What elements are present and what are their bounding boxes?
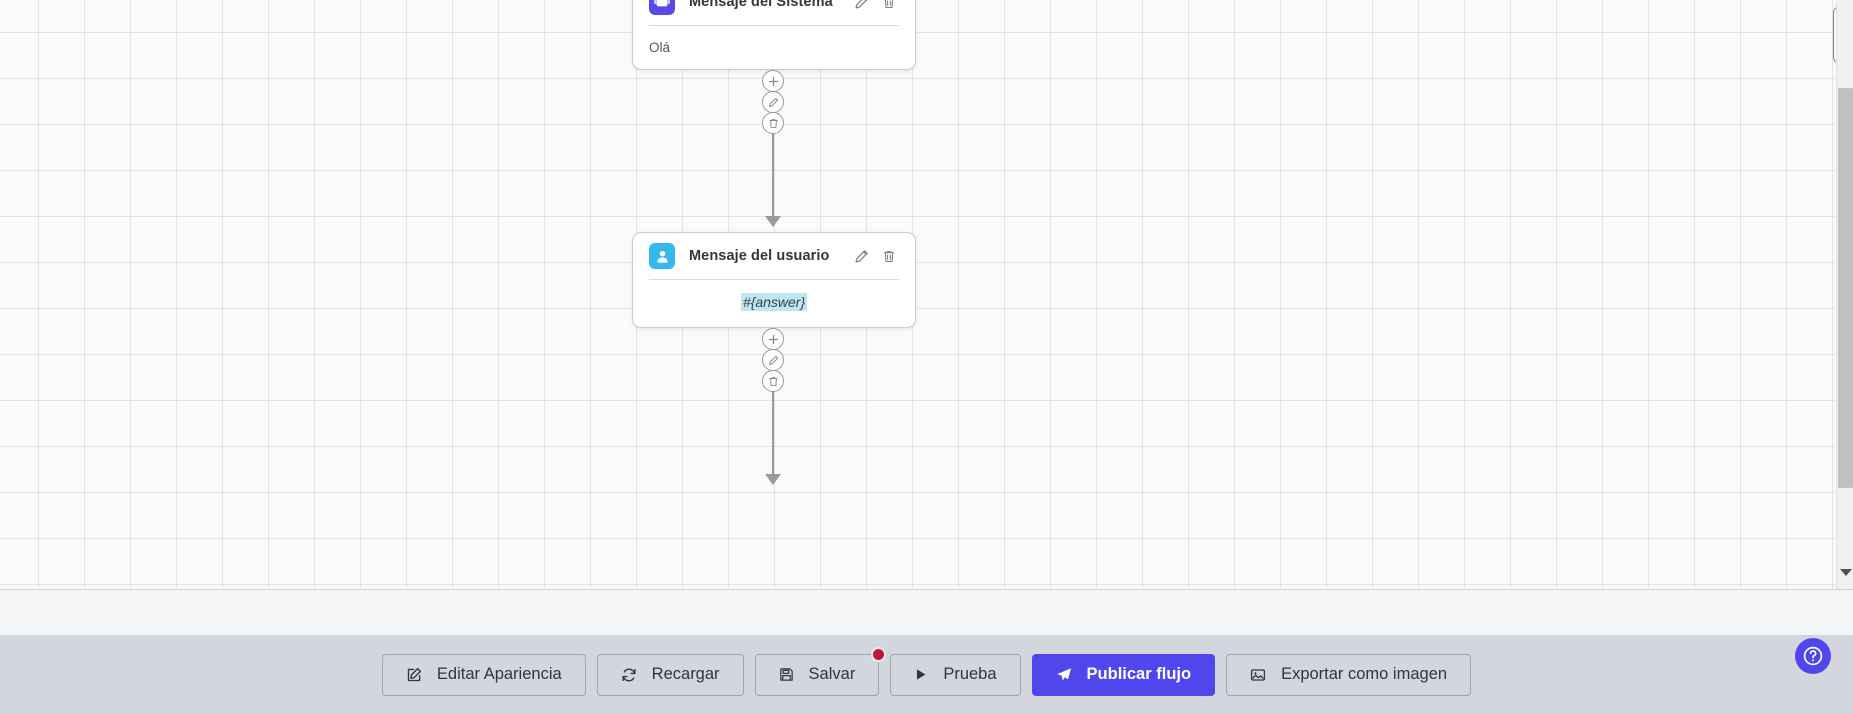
canvas-scrollbar[interactable] xyxy=(1836,0,1853,590)
trash-icon[interactable] xyxy=(880,247,897,265)
flow-canvas[interactable]: Mensaje del Sistema xyxy=(0,0,1853,590)
trash-icon[interactable] xyxy=(880,0,897,11)
button-label: Salvar xyxy=(808,665,856,683)
node-card-system-message[interactable]: Mensaje del Sistema xyxy=(632,0,916,70)
button-label: Publicar flujo xyxy=(1086,665,1192,683)
unsaved-changes-badge xyxy=(871,646,887,662)
node-actions xyxy=(853,0,897,11)
refresh-icon xyxy=(621,667,637,683)
edge-connector-2 xyxy=(772,328,774,480)
edge-connector-1 xyxy=(772,70,774,222)
publish-flow-button[interactable]: Publicar flujo xyxy=(1031,653,1216,696)
variable-token: #{answer} xyxy=(740,293,808,311)
test-button[interactable]: Prueba xyxy=(890,653,1021,696)
node-header: Mensaje del Sistema xyxy=(633,0,915,25)
node-body-text: Olá xyxy=(649,40,671,55)
help-button[interactable] xyxy=(1795,638,1831,674)
button-label: Prueba xyxy=(943,665,997,683)
edge-toolbar-2 xyxy=(762,328,784,392)
add-node-button[interactable] xyxy=(762,70,784,92)
rocket-icon xyxy=(1056,667,1072,683)
edge-toolbar-1 xyxy=(762,70,784,134)
reload-button[interactable]: Recargar xyxy=(596,653,744,696)
button-label: Exportar como imagen xyxy=(1281,665,1448,683)
user-icon xyxy=(649,243,675,269)
node-body: #{answer} xyxy=(633,280,915,326)
node-actions xyxy=(853,247,897,265)
export-image-button[interactable]: Exportar como imagen xyxy=(1226,653,1472,696)
node-divider xyxy=(649,25,899,26)
pencil-icon[interactable] xyxy=(762,349,784,371)
edit-square-icon xyxy=(406,667,422,683)
edit-icon[interactable] xyxy=(853,0,870,11)
node-title: Mensaje del usuario xyxy=(689,248,830,264)
play-icon xyxy=(914,667,928,682)
node-divider xyxy=(649,279,899,280)
edit-appearance-button[interactable]: Editar Apariencia xyxy=(381,653,586,696)
node-title: Mensaje del Sistema xyxy=(689,0,833,10)
button-label: Recargar xyxy=(651,665,720,683)
trash-icon[interactable] xyxy=(762,370,784,392)
robot-icon xyxy=(649,0,675,15)
node-card-user-message[interactable]: Mensaje del usuario xyxy=(632,232,916,328)
add-node-button[interactable] xyxy=(762,328,784,350)
chevron-down-icon[interactable] xyxy=(1837,564,1853,581)
image-icon xyxy=(1250,667,1266,683)
canvas-bottom-edge xyxy=(0,589,1853,590)
bottom-toolbar: Editar Apariencia Recargar xyxy=(0,635,1853,714)
button-label: Editar Apariencia xyxy=(436,665,562,683)
edit-icon[interactable] xyxy=(853,247,870,265)
scrollbar-thumb[interactable] xyxy=(1838,88,1853,488)
toolbar-zone: Editar Apariencia Recargar xyxy=(0,590,1853,714)
edge-arrowhead-1 xyxy=(765,216,781,227)
save-button[interactable]: Salvar xyxy=(754,646,887,696)
pencil-icon[interactable] xyxy=(762,91,784,113)
edge-arrowhead-2 xyxy=(765,474,781,485)
node-header: Mensaje del usuario xyxy=(633,233,915,279)
trash-icon[interactable] xyxy=(762,112,784,134)
question-circle-icon xyxy=(1801,644,1825,668)
save-icon xyxy=(779,667,794,682)
